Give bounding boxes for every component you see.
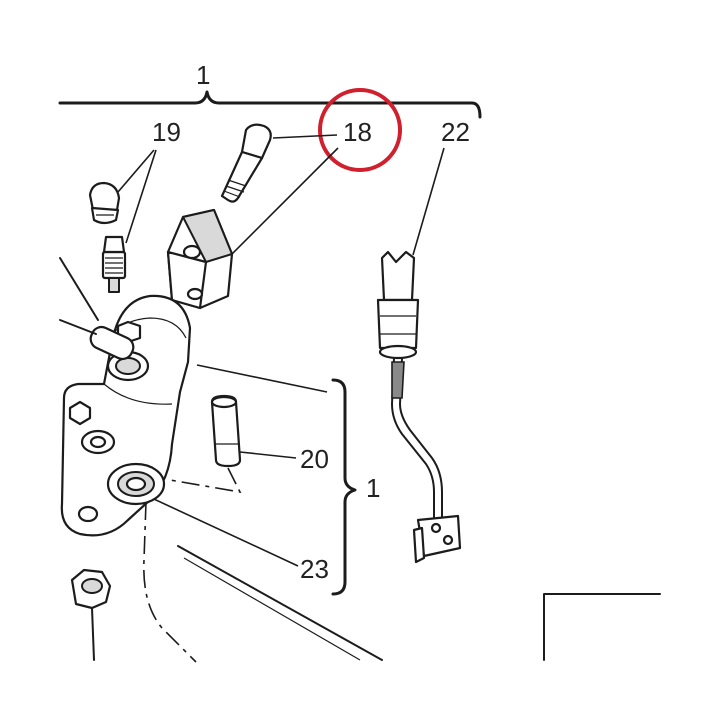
diagonal-edge: [177, 545, 383, 661]
leader-lines: [117, 134, 445, 567]
callout-1-right: 1: [366, 473, 380, 503]
callout-1-top: 1: [196, 60, 210, 90]
callout-22: 22: [441, 117, 470, 147]
cap-nut: [88, 181, 121, 225]
bolt: [220, 123, 272, 203]
hex-nut: [70, 568, 112, 661]
sensor-assembly: [376, 250, 462, 564]
callout-18: 18: [343, 117, 372, 147]
callout-20: 20: [300, 444, 329, 474]
frame-corner: [543, 593, 661, 661]
assembly-brace-right: [331, 378, 357, 596]
bracket-block: [166, 208, 234, 310]
threaded-stud: [101, 235, 127, 293]
callout-23: 23: [300, 554, 329, 584]
diagonal-edge-inner: [183, 557, 361, 661]
housing-body: [59, 257, 192, 537]
center-line: [143, 501, 197, 663]
callout-19: 19: [152, 117, 181, 147]
cylindrical-pin: [169, 394, 242, 494]
highlight-circle: [318, 88, 402, 172]
assembly-bracket-top: [58, 90, 482, 119]
